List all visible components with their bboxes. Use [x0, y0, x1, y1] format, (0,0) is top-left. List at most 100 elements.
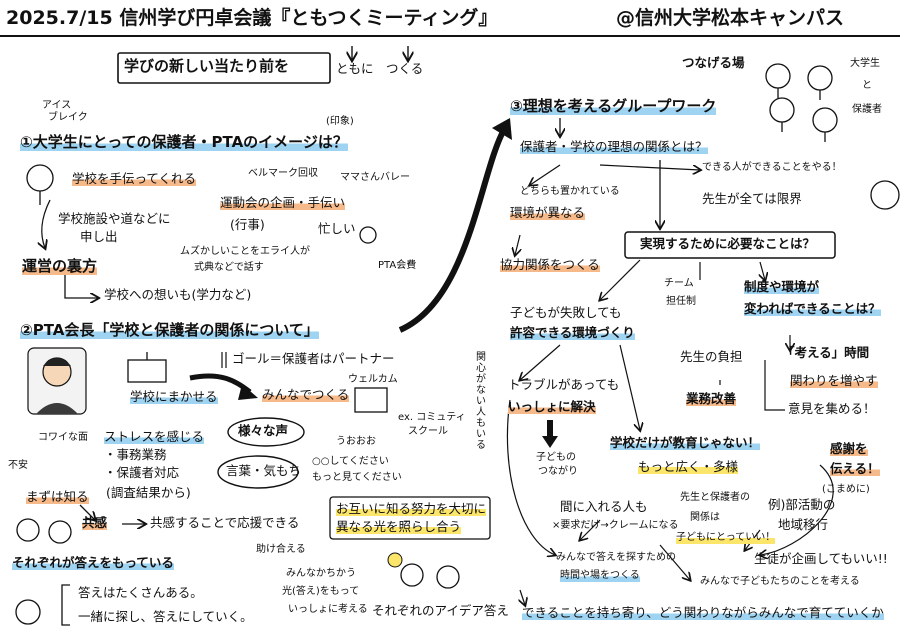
- school-building-drawing: [127, 352, 388, 413]
- icebreak-label-2: ブレイク: [48, 112, 88, 123]
- group-team: チーム: [664, 278, 694, 289]
- group-gratitude-2: 伝える！: [830, 461, 880, 477]
- group-collect-opinions: 意見を集める！: [788, 401, 876, 416]
- ice-item-backstage: 運営の裏方: [22, 257, 98, 276]
- group-demands: ×要求だけ→クレームになる: [552, 520, 679, 531]
- group-connecting-place: つなげる場: [682, 55, 745, 70]
- ice-item-facilities: 学校施設や道などに: [58, 211, 171, 226]
- pta-chair-portrait: [27, 347, 87, 415]
- group-gratitude-1: 感謝を: [830, 441, 868, 457]
- header-venue: @信州大学松本キャンパス: [616, 7, 845, 29]
- group-tolerant-env: 許容できる環境づくり: [510, 325, 635, 341]
- ice-item-events: (行事): [230, 217, 265, 232]
- pta-each-idea: それぞれのアイデア答え: [372, 603, 509, 618]
- ice-item-pta-fee: PTA会費: [378, 260, 417, 271]
- group-teacher-burden: 先生の負担: [680, 349, 743, 364]
- pta-mutual-1: お互いに知る努力を大切に: [336, 501, 487, 517]
- pta-voice-1: うおおお: [336, 436, 376, 447]
- group-solve-together: いっしょに解決: [508, 399, 596, 415]
- ice-item-help: 学校を手伝ってくれる: [72, 171, 197, 187]
- group-if-changed: 変わればできることは？: [744, 301, 881, 317]
- group-club-1: 例)部活動の: [768, 497, 836, 512]
- group-time-place-2: 時間や場をつくる: [560, 570, 640, 582]
- ice-item-volleyball: ママさんバレー: [340, 172, 410, 183]
- theme-rest-text: ともに つくる: [336, 61, 424, 76]
- group-trouble: トラブルがあっても: [508, 377, 620, 392]
- group-work-improvement: 業務改善: [686, 391, 737, 407]
- pta-empathy: 共感: [82, 515, 108, 531]
- group-and: と: [862, 80, 872, 91]
- pta-mutual-2: 異なる光を照らし合う: [336, 519, 462, 535]
- group-think-children: みんなで子どもたちのことを考える: [700, 576, 860, 587]
- theme-box: [117, 52, 331, 84]
- group-relation-2: 関係は: [690, 512, 720, 523]
- group-system-env: 制度や環境が: [744, 279, 820, 295]
- group-wider-diverse: もっと広く・多様: [638, 459, 739, 475]
- group-relation-1: 先生と保護者の: [680, 492, 750, 503]
- impression-note: (印象): [326, 116, 354, 127]
- ice-item-thoughts: 学校への想いも(学力など): [104, 287, 252, 302]
- ice-item-bellmark: ベルマーク回収: [248, 168, 318, 179]
- group-homeroom: 担任制: [666, 296, 696, 307]
- group-thinking-time: 「考える」時間: [782, 345, 870, 360]
- group-intermediary: 間に入れる人も: [560, 499, 648, 514]
- group-no-interest: 関心がない人もいる: [476, 352, 486, 451]
- pta-survey: (調査結果から): [106, 485, 191, 500]
- group-parents: 保護者: [852, 104, 882, 115]
- icebreak-label-1: アイス: [42, 100, 72, 111]
- pta-various-voices: 様々な声: [238, 423, 289, 438]
- pta-empathy-support: 共感することで応援できる: [150, 515, 300, 530]
- ice-item-difficult: ムズかしいことをエライ人が: [180, 246, 310, 257]
- group-conclusion: できることを持ち寄り、どう関わりながらみんなで育てていくか: [522, 605, 884, 621]
- pta-leave-to-school: 学校にまかせる: [130, 389, 218, 405]
- ice-item-ceremony: 式典などで話す: [194, 262, 264, 273]
- pta-welcome: ウェルカム: [348, 374, 398, 385]
- group-cooperation: 協力関係をつくる: [500, 257, 600, 273]
- group-question: 保護者・学校の理想の関係とは？: [520, 139, 708, 155]
- group-teacher-limit: 先生が全ては限界: [702, 191, 802, 206]
- group-more-involvement: 関わりを増やす: [790, 373, 878, 389]
- big-transition-arrow: [398, 126, 508, 333]
- theme-boxed-text: 学びの新しい当たり前を: [124, 57, 290, 75]
- group-different-env: 環境が異なる: [510, 205, 586, 221]
- pta-help-each-other: 助け合える: [256, 544, 306, 555]
- group-children-2: つながり: [538, 466, 578, 477]
- pta-light-1: みんなかちかう: [286, 568, 356, 579]
- pta-light-2: 光(答え)をもって: [282, 586, 360, 597]
- group-club-2: 地域移行: [778, 517, 829, 532]
- pta-anxiety: 不安: [8, 460, 28, 471]
- pta-stress: ストレスを感じる: [104, 429, 205, 445]
- student-parent-figures: [15, 63, 900, 625]
- pta-scary: コワイな面: [38, 432, 88, 443]
- pta-first-know: まずは知る: [26, 489, 89, 505]
- section1-title: ①大学生にとっての保護者・PTAのイメージは？: [20, 133, 348, 152]
- section3-title: ③理想を考えるグループワーク: [510, 97, 717, 116]
- group-students: 大学生: [850, 58, 880, 69]
- group-students-plan: 生徒が企画してもいい!!: [754, 551, 888, 566]
- pta-words-feelings: 言葉・気もち: [226, 463, 302, 478]
- pta-make-together: みんなでつくる: [262, 387, 350, 403]
- pta-everyone-answer: それぞれが答えをもっている: [12, 555, 174, 571]
- pta-office-work: ・事務業務: [104, 447, 167, 462]
- group-can-do: できる人ができることをやる！: [702, 162, 842, 173]
- pta-community-2: スクール: [408, 426, 448, 437]
- ice-item-sports-day: 運動会の企画・手伝い: [220, 195, 346, 211]
- mutual-box: [329, 496, 491, 540]
- group-both: どちらも置かれている: [520, 186, 620, 197]
- pta-community-1: ex. コミュティ: [398, 412, 466, 423]
- realize-box: [624, 231, 836, 259]
- ice-item-request: 申し出: [80, 229, 118, 244]
- pta-voice-3: もっと見てください: [312, 472, 402, 483]
- ice-item-busy: 忙しい: [318, 221, 356, 236]
- group-not-only-school: 学校だけが教育じゃない！: [610, 435, 761, 451]
- section2-title: ②PTA会長「学校と保護者の関係について」: [20, 321, 319, 340]
- pta-many-answers: 答えはたくさんある。: [78, 585, 203, 600]
- pta-goal: ゴール＝保護者はパートナー: [232, 351, 395, 366]
- group-realize: 実現するために必要なことは？: [640, 236, 816, 251]
- header-title: 2025.7/15 信州学び円卓会議『ともつくミーティング』: [6, 7, 498, 29]
- group-children-1: 子どもの: [536, 452, 576, 463]
- group-frequently: (こまめに): [822, 484, 870, 495]
- pta-parent-handling: ・保護者対応: [104, 465, 180, 480]
- pta-voice-2: ○○してください: [312, 456, 389, 467]
